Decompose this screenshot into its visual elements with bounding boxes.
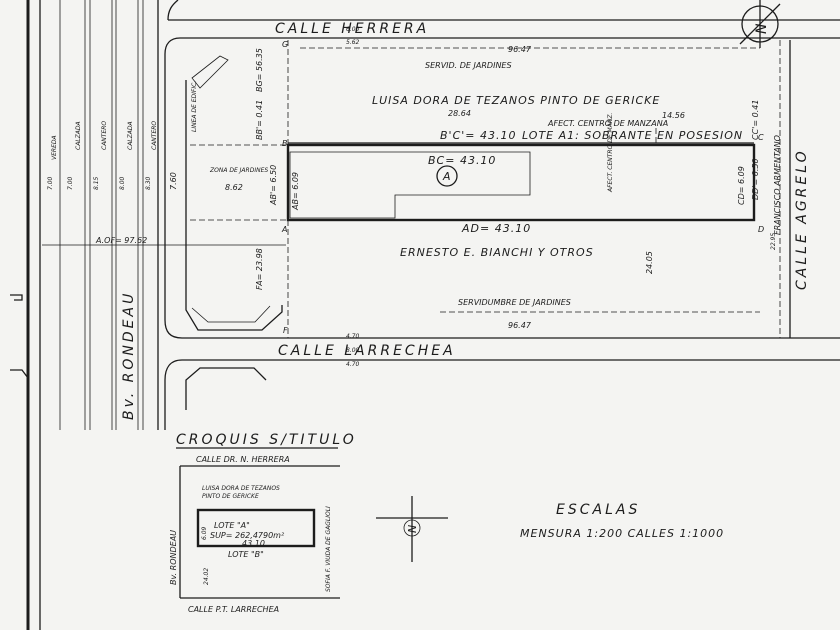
dim-800: 8.00 xyxy=(346,347,360,354)
label-zona-jardines: ZONA DE JARDINES xyxy=(209,167,268,174)
owner-south: ERNESTO E. BIANCHI Y OTROS xyxy=(400,246,594,259)
croquis-side-dim: 24.02 xyxy=(203,568,210,585)
border-notch xyxy=(10,294,29,379)
croquis-lot-b: LOTE "B" xyxy=(228,550,264,559)
svg-text:8.00: 8.00 xyxy=(119,176,126,190)
street-herrera: CALLE HERRERA xyxy=(275,21,429,37)
label-serv-bottom: SERVIDUMBRE DE JARDINES xyxy=(458,298,571,307)
dim-470a: 4.70 xyxy=(346,333,360,340)
rondeau-widths: 7.00 CALZADA 8.15 CANTERO 8.00 CALZADA 8… xyxy=(47,121,158,190)
dim-ab2: AB'= 6.50 xyxy=(269,165,278,206)
croquis-rondeau: Bv. RONDEAU xyxy=(169,530,178,585)
dim-bc: BC= 43.10 xyxy=(428,154,496,167)
svg-text:8.30: 8.30 xyxy=(145,176,152,190)
lot-sobrante: LOTE A1: SOBRANTE EN POSESION xyxy=(522,129,743,142)
dim-9647-top: 96.47 xyxy=(508,45,532,54)
svg-text:CALZADA: CALZADA xyxy=(75,121,82,150)
south-block-corner xyxy=(185,367,267,410)
dim-bc-top: B'C'= 43.10 xyxy=(440,129,516,142)
croquis-owner2: PINTO DE GERICKE xyxy=(202,493,259,500)
label-linea-edif: LINEA DE EDIFIC. xyxy=(191,81,198,132)
svg-text:8.15: 8.15 xyxy=(93,176,100,190)
point-f: F xyxy=(283,326,288,335)
croquis-sup: SUP= 262,4790m² xyxy=(210,531,285,540)
larrechea-street xyxy=(164,250,840,430)
label-afect-rear: AFECT. CENTRO DE MANZ. xyxy=(607,113,614,193)
svg-text:VEREDA: VEREDA xyxy=(51,135,58,160)
north-letter-croquis: N xyxy=(406,524,419,533)
corner-chamfer-bottom xyxy=(191,305,271,323)
north-letter-top: N xyxy=(754,21,770,34)
dim-600: 6.00 xyxy=(346,26,360,33)
dim-562: 5.62 xyxy=(346,39,360,46)
dim-fa: FA= 23.98 xyxy=(255,248,264,290)
lot-circle xyxy=(436,165,458,187)
point-c: C xyxy=(758,133,764,142)
dim-cd: CD= 6.09 xyxy=(737,166,746,205)
corner-chamfer-top xyxy=(191,55,229,89)
dim-bb: BB'= 0.41 xyxy=(255,100,264,140)
dim-470b: 4.70 xyxy=(346,361,360,368)
street-agrelo: CALLE AGRELO xyxy=(794,148,810,290)
dim-ad: AD= 43.10 xyxy=(461,222,531,235)
dim-aof: A.OF= 97.62 xyxy=(95,236,147,245)
dim-1456: 14.56 xyxy=(662,111,685,120)
owner-north: LUISA DORA DE TEZANOS PINTO DE GERICKE xyxy=(372,94,660,107)
label-afect-manzana: AFECT. CENTRO DE MANZANA xyxy=(547,119,668,128)
svg-text:CANTERO: CANTERO xyxy=(101,121,108,150)
north-arrow-croquis: N xyxy=(376,496,448,562)
croquis-street-bottom: CALLE P.T. LARRECHEA xyxy=(188,605,279,614)
croquis-street-top: CALLE DR. N. HERRERA xyxy=(196,455,290,464)
hatched-area xyxy=(289,151,531,219)
lot-outline xyxy=(190,40,756,338)
point-a: A xyxy=(281,225,287,234)
point-d: D xyxy=(758,225,764,234)
svg-text:7.00: 7.00 xyxy=(67,176,74,190)
label-serv-top: SERVID. DE JARDINES xyxy=(425,61,512,70)
owner-east: FRANCISCO ARMENTANO xyxy=(773,135,782,235)
croquis-owner: LUISA DORA DE TEZANOS xyxy=(202,485,280,492)
croquis-width: 6.09 xyxy=(201,526,208,540)
street-larrechea: CALLE LARRECHEA xyxy=(278,343,456,359)
point-g: G xyxy=(282,40,288,49)
dim-bg: BG= 56.35 xyxy=(255,48,264,92)
dim-dd: DD'= 6.50 xyxy=(751,158,760,200)
point-b: B xyxy=(282,139,288,148)
corner-block-outline xyxy=(185,80,283,331)
dim-9647-bot: 96.47 xyxy=(508,321,532,330)
croquis-len: 43.10 xyxy=(242,539,265,548)
croquis-neighbor: SOFIA F. VIUDA DE GAGLIOLI xyxy=(325,506,332,592)
dim-2405: 24.05 xyxy=(645,251,654,274)
rondeau-boulevard xyxy=(39,0,159,630)
lot-circle-label: A xyxy=(442,170,452,183)
street-rondeau: Bv. RONDEAU xyxy=(121,291,137,420)
dim-cc: CC'= 0.41 xyxy=(751,100,760,140)
dim-760: 7.60 xyxy=(169,172,178,190)
dim-2295: 22.95 xyxy=(770,233,777,250)
escalas-title: ESCALAS xyxy=(556,502,640,518)
croquis-lot-rect xyxy=(196,508,316,548)
dim-ab: AB= 6.09 xyxy=(291,172,300,211)
dim-862: 8.62 xyxy=(225,183,243,192)
croquis-title: CROQUIS S/TITULO xyxy=(176,432,357,448)
svg-text:CANTERO: CANTERO xyxy=(151,121,158,150)
escalas-detail: MENSURA 1:200 CALLES 1:1000 xyxy=(520,527,724,540)
herrera-street xyxy=(164,0,840,250)
svg-text:7.00: 7.00 xyxy=(47,176,54,190)
croquis-lot-name: LOTE "A" xyxy=(214,521,250,530)
svg-text:CALZADA: CALZADA xyxy=(127,121,134,150)
north-arrow-top: N xyxy=(739,0,781,48)
dim-2864: 28.64 xyxy=(448,109,471,118)
